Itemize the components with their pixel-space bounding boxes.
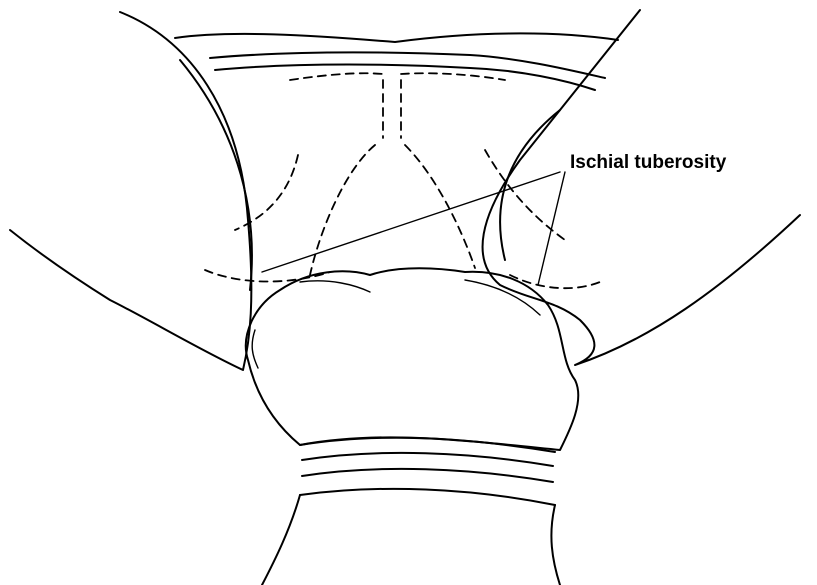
knuckle-line-1 [300,281,370,292]
forearm-left [262,495,300,585]
wrist-cuff-band-2 [302,469,553,482]
left-thigh-outline [10,12,251,370]
leader-line-left [262,172,560,272]
ischial-tuberosity-label: Ischial tuberosity [570,152,727,173]
waistband-bottom [215,65,595,91]
leader-line-right [538,172,565,285]
pelvis-right-dash [405,145,475,268]
wrist-cuff-band-1 [302,453,553,466]
pelvis-left-dash [310,145,375,275]
torso-outline [175,33,618,42]
iliac-crest-dash [290,73,505,80]
knuckle-line-3 [252,330,258,368]
wrist-cuff-bottom [300,489,555,505]
left-buttock-crease [180,60,252,290]
forearm-right [551,505,560,585]
